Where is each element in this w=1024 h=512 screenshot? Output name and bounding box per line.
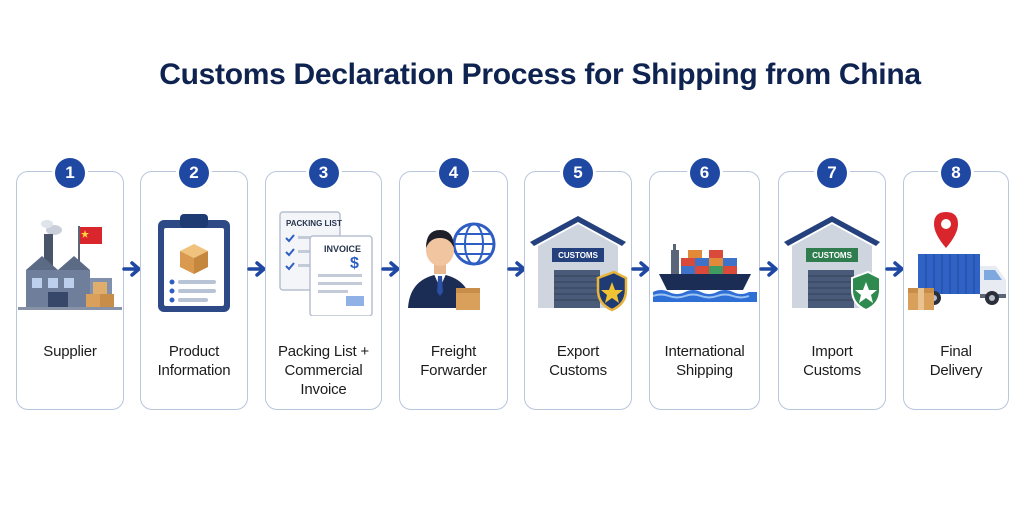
step-packing-list-invoice: 3 PACKING LIST INVOICE $ Packing List + … [265,158,382,410]
step-label: International Shipping [664,343,745,379]
step-export-customs: 5 CUSTOMS Export Customs [524,158,632,410]
step-label: Import Customs [803,343,861,379]
step-label: Supplier [43,343,97,360]
step-number-badge: 6 [689,158,720,188]
step-final-delivery: 8 Final Delivery [903,158,1009,410]
step-label: Freight Forwarder [420,343,487,379]
arrow-right-icon [631,261,650,277]
step-number-badge: 4 [438,158,469,188]
clipboard-icon [158,214,230,312]
documents-icon: PACKING LIST INVOICE $ [278,211,373,316]
arrow-right-icon [381,261,400,277]
customs-sign: CUSTOMS [812,251,853,260]
step-label: Final Delivery [929,343,983,379]
step-number-badge: 1 [55,158,85,188]
step-product-information: 2 Product Information [140,158,248,410]
arrow-right-icon [885,261,904,277]
arrow-right-icon [122,261,141,277]
step-supplier: 1 Supplier [16,158,124,410]
agent-globe-icon [407,222,495,310]
step-import-customs: 7 CUSTOMS Import Customs [778,158,886,410]
customs-warehouse-icon: CUSTOMS [530,216,628,312]
container-ship-icon [652,244,757,302]
step-number-badge: 7 [817,158,847,188]
page-title: Customs Declaration Process for Shipping… [159,58,921,91]
step-number-badge: 2 [179,158,209,188]
step-label: Product Information [157,343,231,379]
delivery-truck-icon [908,212,1006,310]
step-number-badge: 5 [563,158,593,188]
step-number-badge: 8 [941,158,971,188]
arrow-right-icon [247,261,266,277]
dollar-icon: $ [350,255,359,272]
customs-warehouse-icon: CUSTOMS [784,216,881,312]
packing-list-text: PACKING LIST [286,219,342,228]
customs-sign: CUSTOMS [558,251,599,260]
factory-icon [18,220,122,310]
step-label: Export Customs [549,343,607,379]
step-label: Packing List + Commercial Invoice [277,343,369,398]
invoice-text: INVOICE [324,244,361,254]
step-number-badge: 3 [308,158,339,188]
arrow-right-icon [759,261,778,277]
step-international-shipping: 6 International Shipping [649,158,760,410]
step-freight-forwarder: 4 Freight Forwarder [399,158,508,410]
